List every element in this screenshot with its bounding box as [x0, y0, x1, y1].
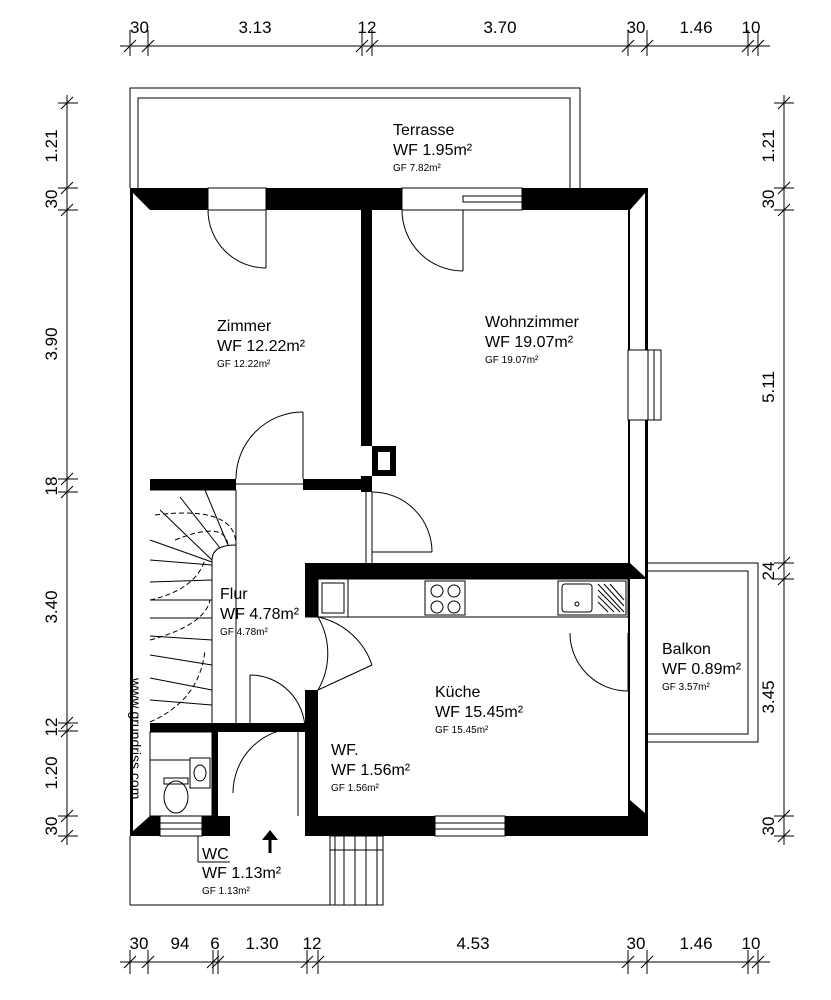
kitchen-counter: [317, 578, 629, 618]
top-dim-5: 30: [627, 18, 646, 37]
exterior-walls: [130, 188, 648, 836]
wohnzimmer-name: Wohnzimmer: [485, 314, 580, 331]
windows: [159, 187, 662, 837]
wohnzimmer-wf: WF 19.07m²: [485, 334, 574, 351]
terrasse-gf: GF 7.82m²: [393, 163, 441, 174]
bottom-dim-1: 30: [130, 934, 149, 953]
left-dim-7: 1.20: [42, 756, 61, 789]
zimmer-name: Zimmer: [217, 318, 272, 335]
bottom-dim-7: 30: [627, 934, 646, 953]
bottom-dim-8: 1.46: [679, 934, 712, 953]
wf-room-gf: GF 1.56m²: [331, 783, 379, 794]
left-dim-8: 30: [42, 817, 61, 836]
wohnzimmer-gf: GF 19.07m²: [485, 355, 539, 366]
bottom-dim-2: 94: [171, 934, 190, 953]
bottom-dimension-line: [120, 950, 770, 974]
staircase: [149, 489, 237, 723]
right-dim-3: 5.11: [759, 371, 778, 403]
top-dim-3: 12: [358, 18, 377, 37]
left-dim-3: 3.90: [42, 327, 61, 360]
right-dim-1: 1.21: [759, 129, 778, 162]
wc-wf: WF 1.13m²: [202, 865, 282, 882]
left-dimension-line: [58, 95, 78, 845]
flur-wf: WF 4.78m²: [220, 606, 300, 623]
wc-fixtures: [149, 731, 213, 817]
top-dim-6: 1.46: [679, 18, 712, 37]
zimmer-wf: WF 12.22m²: [217, 338, 306, 355]
interior-walls: [150, 210, 396, 836]
flur-name: Flur: [220, 586, 248, 603]
wf-room-name: WF.: [331, 742, 359, 759]
terrasse-outline: [129, 87, 581, 188]
sink-icon: [557, 580, 627, 616]
right-dim-4: 24: [759, 562, 778, 581]
top-dim-4: 3.70: [483, 18, 516, 37]
chimney-inner: [378, 452, 390, 470]
door-swings: [207, 209, 629, 816]
top-dim-7: 10: [742, 18, 761, 37]
terrasse-name: Terrasse: [393, 122, 454, 139]
kueche-name: Küche: [435, 684, 480, 701]
flur-gf: GF 4.78m²: [220, 627, 268, 638]
top-dim-2: 3.13: [238, 18, 271, 37]
balkon-gf: GF 3.57m²: [662, 682, 710, 693]
wf-room-wf: WF 1.56m²: [331, 762, 411, 779]
kueche-wf: WF 15.45m²: [435, 704, 524, 721]
bottom-dim-4: 1.30: [245, 934, 278, 953]
terrasse-wf: WF 1.95m²: [393, 142, 473, 159]
right-dim-2: 30: [759, 190, 778, 209]
interior-thin-lines: [305, 492, 373, 618]
balkon-wf: WF 0.89m²: [662, 661, 742, 678]
right-dim-5: 3.45: [759, 680, 778, 713]
balkon-outline: [648, 562, 759, 743]
bottom-dim-5: 12: [303, 934, 322, 953]
left-dim-1: 1.21: [42, 129, 61, 162]
balkon-name: Balkon: [662, 641, 711, 658]
bottom-dim-3: 6: [210, 934, 219, 953]
wc-name: WC: [202, 846, 229, 863]
bottom-dim-9: 10: [742, 934, 761, 953]
entry-steps: [129, 835, 384, 906]
wc-gf: GF 1.13m²: [202, 886, 250, 897]
wall-white-insets: [133, 193, 645, 831]
entry-arrow-icon: [262, 830, 278, 853]
left-dim-6: 12: [42, 718, 61, 737]
top-dim-1: 30: [130, 18, 149, 37]
kueche-gf: GF 15.45m²: [435, 725, 489, 736]
bottom-dim-6: 4.53: [456, 934, 489, 953]
stove-icon: [424, 580, 466, 616]
top-dimension-line: [120, 30, 770, 56]
right-dimension-line: [774, 95, 794, 845]
left-dim-5: 3.40: [42, 590, 61, 623]
left-dim-2: 30: [42, 190, 61, 209]
zimmer-gf: GF 12.22m²: [217, 359, 271, 370]
left-dim-4: 18: [42, 477, 61, 496]
right-dim-6: 30: [759, 817, 778, 836]
watermark: www.grundriss.com: [128, 677, 144, 799]
